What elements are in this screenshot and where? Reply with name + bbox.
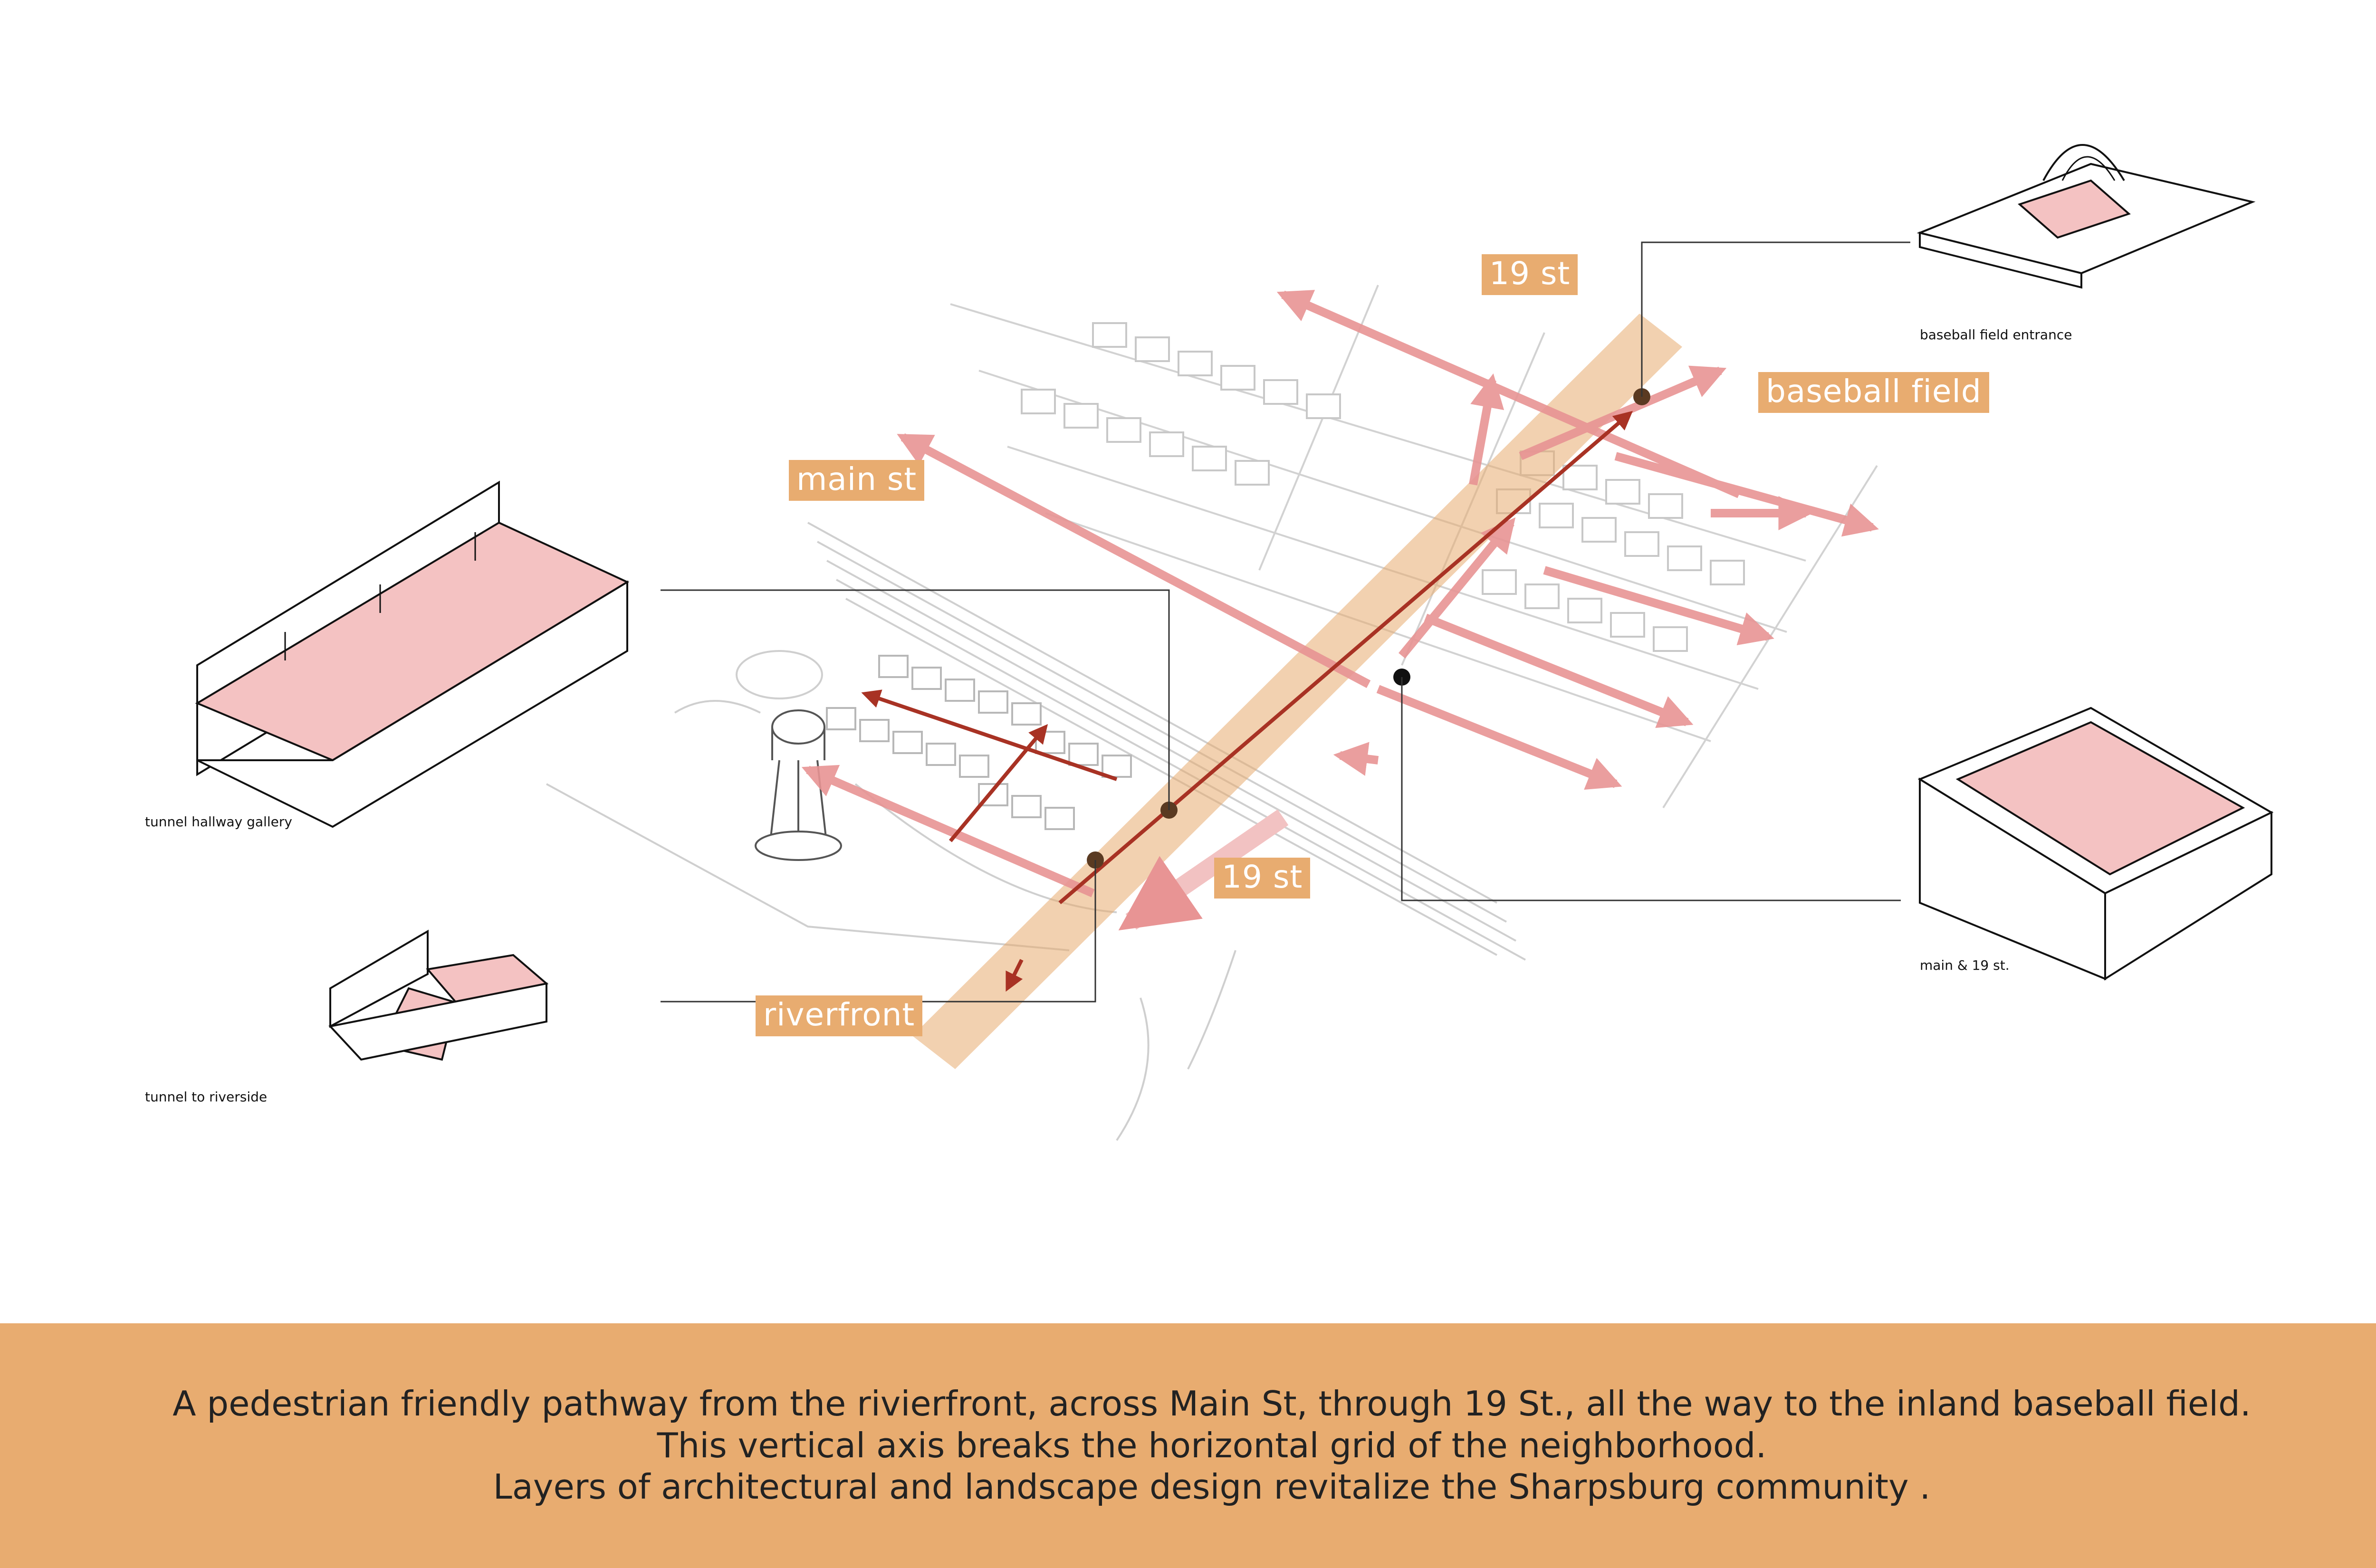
description-band: A pedestrian friendly pathway from the r… <box>0 1323 2376 1568</box>
vignette-tunnel-hallway <box>197 482 627 827</box>
caption-baseball-entrance: baseball field entrance <box>1920 327 2072 343</box>
label-19-st-mid: 19 st <box>1214 858 1310 899</box>
site-axonometric-diagram <box>0 0 2376 1321</box>
vignette-tunnel-riverside <box>330 931 546 1060</box>
caption-main-19: main & 19 st. <box>1920 957 2010 973</box>
label-main-st: main st <box>789 460 924 501</box>
label-riverfront: riverfront <box>756 995 922 1036</box>
description-line-2: This vertical axis breaks the horizontal… <box>657 1425 1767 1467</box>
label-baseball-field: baseball field <box>1758 372 1989 413</box>
riverfront-housing <box>827 656 1131 829</box>
label-19-st-top: 19 st <box>1482 254 1578 295</box>
description-line-3: Layers of architectural and landscape de… <box>493 1466 1931 1508</box>
caption-tunnel-riverside: tunnel to riverside <box>145 1089 267 1105</box>
vignette-baseball-entrance <box>1920 145 2252 287</box>
description-line-1: A pedestrian friendly pathway from the r… <box>172 1383 2251 1425</box>
water-tower-icon <box>756 710 841 860</box>
vignette-main-19 <box>1920 708 2271 979</box>
street-arrows <box>808 295 1872 893</box>
caption-tunnel-hallway: tunnel hallway gallery <box>145 814 292 830</box>
